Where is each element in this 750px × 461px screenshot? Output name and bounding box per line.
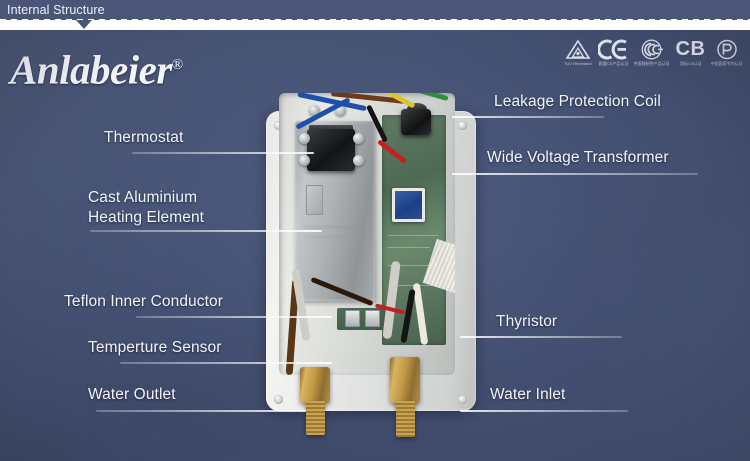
callout-label: Water Inlet — [490, 386, 566, 403]
internal-structure-diagram: Anlabeier® TUV Rheinland 欧盟CE产品 — [0, 30, 750, 461]
thermostat-part — [307, 129, 355, 171]
callout-thermostat: Thermostat — [104, 128, 183, 148]
cert-caption: 欧盟CE产品认证 — [598, 62, 629, 67]
water-outlet-thread — [306, 401, 325, 435]
certification-badges: TUV Rheinland 欧盟CE产品认证 — [564, 38, 744, 67]
callout-label: Wide Voltage Transformer — [487, 149, 669, 166]
leader-line-temperature-sensor — [120, 362, 332, 364]
thermostat-terminal-screw — [353, 133, 364, 144]
cert-badge-ce: 欧盟CE产品认证 — [598, 38, 628, 67]
page-title: Internal Structure — [7, 3, 105, 17]
cert-badge-tuv-rheinland: TUV Rheinland — [564, 38, 593, 67]
thermostat-terminal-screw — [299, 133, 310, 144]
registered-trademark-icon: ® — [171, 57, 184, 73]
product-photo — [262, 85, 480, 437]
cb-icon: CB — [676, 38, 706, 60]
callout-water-inlet: Water Inlet — [490, 385, 565, 405]
tuv-rheinland-icon — [565, 38, 591, 60]
callout-label: Leakage Protection Coil — [494, 93, 661, 110]
heating-element-fin — [303, 235, 365, 239]
cert-caption: 中国国家专利认证 — [711, 62, 744, 67]
leader-line-water-inlet — [460, 410, 628, 412]
water-inlet-thread — [396, 401, 415, 437]
cert-caption: 中国强制性产品认证 — [633, 62, 670, 67]
callout-thyristor: Thyristor — [496, 312, 557, 332]
thyristor-tab — [345, 310, 360, 327]
callout-label: Temperture Sensor — [88, 339, 222, 356]
brand-logo: Anlabeier® — [10, 40, 240, 95]
callout-teflon-inner-conductor: Teflon Inner Conductor — [64, 292, 223, 312]
callout-label: Thyristor — [496, 313, 558, 330]
header-band: Internal Structure — [0, 0, 750, 20]
pcb-trace — [388, 265, 440, 266]
shell-screw — [274, 121, 283, 130]
callout-label: Teflon Inner Conductor — [64, 293, 224, 310]
leader-line-heating-element — [90, 230, 322, 232]
leader-line-transformer — [452, 173, 698, 175]
pcb-trace — [388, 235, 438, 236]
leader-line-leakage-coil — [452, 116, 604, 118]
heating-element-plate — [306, 185, 323, 215]
cert-badge-cb: CB 国际CB认证 — [676, 38, 706, 67]
cert-caption: 国际CB认证 — [679, 62, 702, 67]
busbar-screw — [309, 105, 320, 116]
callout-label: Cast Aluminium Heating Element — [88, 189, 205, 226]
pcb-trace — [388, 247, 430, 248]
shell-screw — [458, 121, 467, 130]
leader-line-water-outlet — [96, 410, 306, 412]
water-inlet-fitting — [390, 357, 420, 403]
leader-line-thyristor — [460, 336, 622, 338]
callout-leakage-protection-coil: Leakage Protection Coil — [494, 92, 661, 112]
thermostat-terminal-screw — [299, 155, 310, 166]
callout-label: Thermostat — [104, 129, 184, 146]
callout-water-outlet: Water Outlet — [88, 385, 176, 405]
leader-line-teflon-conductor — [136, 316, 332, 318]
brand-name: Anlabeier® — [10, 40, 240, 95]
water-outlet-fitting — [300, 367, 330, 403]
thermostat-terminal-screw — [353, 155, 364, 166]
cert-badge-ccc: 中国强制性产品认证 — [633, 38, 670, 67]
cert-caption: TUV Rheinland — [564, 62, 593, 67]
patent-icon — [716, 38, 738, 60]
callout-wide-voltage-transformer: Wide Voltage Transformer — [487, 148, 669, 168]
shell-screw — [274, 395, 283, 404]
heating-element-fin — [303, 225, 365, 229]
shell-screw — [458, 395, 467, 404]
wide-voltage-transformer-part — [392, 188, 425, 222]
ccc-icon — [636, 38, 667, 60]
callout-temperture-sensor: Temperture Sensor — [88, 338, 222, 358]
leader-line-thermostat — [132, 152, 314, 154]
busbar-screw — [335, 105, 346, 116]
callout-label: Water Outlet — [88, 386, 176, 403]
leakage-protection-coil-part — [401, 109, 431, 135]
header-spacer — [0, 21, 750, 30]
brand-name-text: Anlabeier — [10, 46, 172, 93]
heater-inner-cavity — [279, 93, 455, 375]
ce-icon — [598, 38, 628, 60]
thyristor-tab — [365, 310, 380, 327]
header-pointer-triangle-icon — [76, 20, 92, 29]
cert-badge-patent: 中国国家专利认证 — [711, 38, 744, 67]
cb-letters: CB — [675, 38, 706, 60]
callout-cast-aluminium-heating-element: Cast Aluminium Heating Element — [88, 188, 204, 227]
header-dashed-divider — [0, 19, 750, 21]
